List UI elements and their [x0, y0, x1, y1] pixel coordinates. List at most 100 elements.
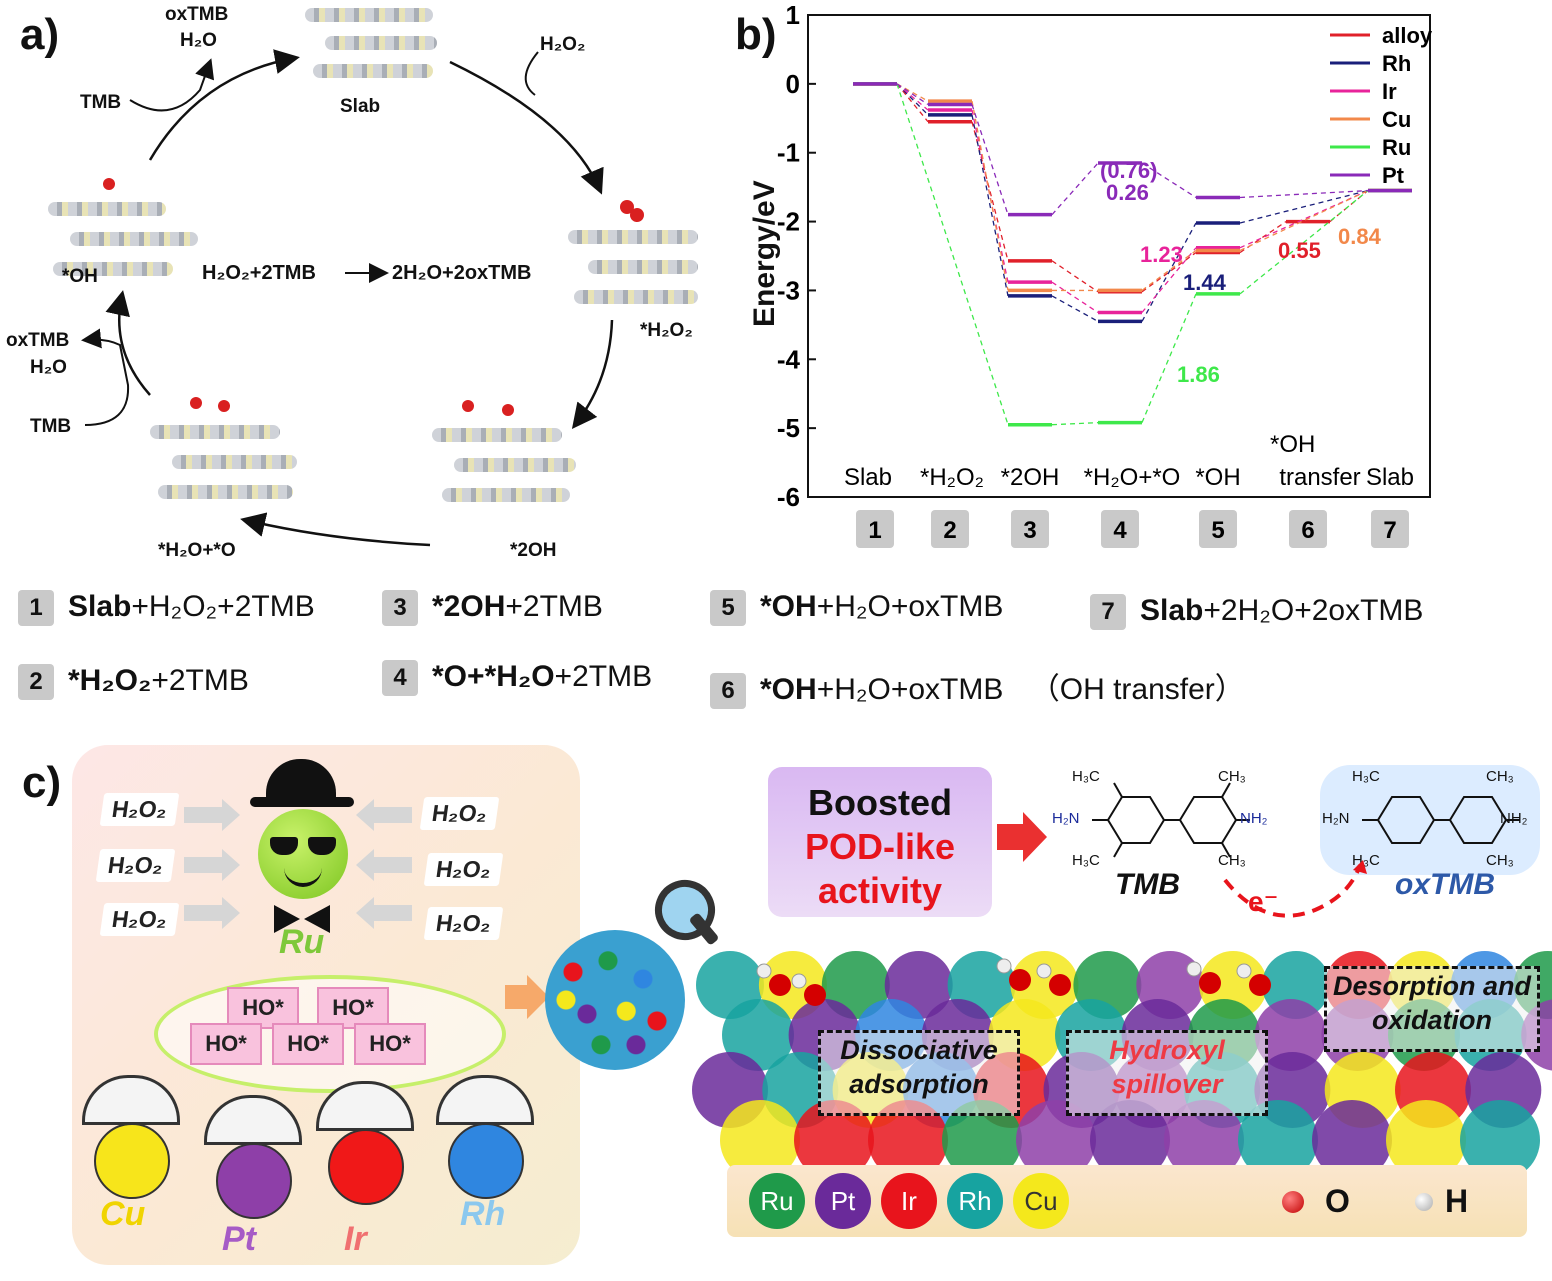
series-connector-alloy	[896, 83, 929, 123]
barrier-annotation: 1.44	[1183, 270, 1227, 295]
surface-atom	[868, 1100, 948, 1180]
barrier-annotation: 0.26	[1106, 180, 1149, 205]
x-step-box	[931, 510, 969, 548]
element-ball: Ir	[881, 1173, 937, 1229]
legend-label-alloy: alloy	[1382, 23, 1433, 48]
x-step-box	[1011, 510, 1049, 548]
slab-model-oh	[48, 178, 198, 278]
series-connector-cu	[1239, 189, 1369, 252]
x-category-label: Slab	[1366, 464, 1414, 491]
element-ball: Ru	[749, 1173, 805, 1229]
series-connector-rh	[896, 83, 929, 116]
adsorbed-hydrogen	[1236, 963, 1252, 979]
step-legend-note: （OH transfer）	[1029, 673, 1245, 706]
worker-name-cu: Cu	[100, 1195, 146, 1233]
surface-atom	[1312, 1100, 1392, 1180]
tmb-ch3-bottom: CH₃	[1218, 852, 1246, 869]
center-reaction-right: 2H₂O+2oxTMB	[392, 262, 532, 284]
panel-a-label: a)	[20, 10, 60, 59]
series-connector-cu	[1141, 249, 1197, 291]
surface-atom	[720, 1100, 800, 1180]
series-connector-ru	[1239, 190, 1369, 295]
series-connector-pt	[1239, 189, 1369, 199]
x-step-box	[1101, 510, 1139, 548]
y-tick-label: 0	[786, 69, 800, 99]
electron-label: e⁻	[1248, 886, 1279, 917]
y-tick-label: -6	[777, 482, 800, 512]
series-connector-pt	[971, 104, 1009, 215]
bow-tie-icon	[274, 905, 300, 933]
sunglasses-icon	[270, 837, 298, 855]
to-particle-arrow	[505, 975, 549, 1019]
boosted-activity-box: Boosted POD-like activity	[768, 767, 992, 917]
series-connector-ir	[971, 109, 1009, 283]
step-legend-rest: +2TMB	[151, 664, 249, 697]
surface-atom	[1386, 1100, 1466, 1180]
plot-frame	[807, 14, 1431, 498]
barrier-annotation: (0.76)	[1100, 158, 1157, 183]
adsorbed-oxygen	[1199, 972, 1221, 994]
step-legend-3: 3*2OH+2TMB	[382, 590, 603, 627]
legend-label-cu: Cu	[1382, 107, 1411, 132]
barrier-annotation: 0.84	[1338, 224, 1382, 249]
hard-hat-icon	[82, 1075, 180, 1125]
step-legend-num: 3	[382, 590, 418, 627]
top-product-oxtmb: oxTMB	[165, 4, 229, 25]
y-tick-label: -4	[777, 344, 801, 374]
adsorbed-hydrogen	[1186, 961, 1202, 977]
x-step-number: 5	[1211, 517, 1224, 544]
series-connector-cu	[896, 83, 929, 102]
y-tick-label: -2	[777, 207, 800, 237]
left-product-oxtmb: oxTMB	[6, 330, 70, 351]
series-connector-pt	[1141, 162, 1197, 199]
left-product-h2o: H₂O	[30, 357, 67, 378]
slab-model-h2o2	[568, 200, 698, 310]
panel-c-label: c)	[22, 758, 62, 807]
step-legend-bold: *OH	[760, 673, 817, 706]
surface-atom	[1238, 1100, 1318, 1180]
oxygen-label: O	[1325, 1183, 1350, 1219]
adsorbed-oxygen	[804, 984, 826, 1006]
oxtmb-ch3-bottom: CH₃	[1486, 852, 1514, 869]
h2o2-inflow-arrows	[184, 799, 412, 929]
surface-atom	[1460, 1100, 1540, 1180]
step-legend-bold: Slab	[68, 590, 132, 623]
y-tick-label: -1	[777, 138, 800, 168]
y-tick-label: -5	[777, 413, 800, 443]
top-product-h2o: H₂O	[180, 30, 217, 51]
oxtmb-structure	[1320, 765, 1540, 875]
state-h2o-o-label: *H₂O+*O	[158, 540, 236, 561]
tmb-h3c-top: H₃C	[1072, 768, 1100, 785]
tmb-ch3-top: CH₃	[1218, 768, 1246, 785]
x-step-box	[1199, 510, 1237, 548]
x-step-number: 6	[1301, 517, 1314, 544]
step-legend-num: 4	[382, 660, 418, 697]
series-connector-alloy	[1239, 221, 1287, 254]
state-slab-label: Slab	[340, 96, 381, 117]
surface-atom	[1254, 999, 1327, 1071]
y-tick-label: -3	[777, 275, 800, 305]
state-h2o2-label: *H₂O₂	[640, 320, 693, 341]
adsorbed-hydrogen	[756, 963, 772, 979]
alloy-nanoparticle	[545, 930, 685, 1070]
series-connector-ru	[1051, 421, 1099, 426]
adsorbed-oxygen	[1049, 974, 1071, 996]
step-legend-bold: *H₂O₂	[68, 664, 152, 697]
surface-atom	[1016, 1100, 1096, 1180]
adsorbed-oxygen	[1009, 969, 1031, 991]
x-category-label: *OH	[1270, 431, 1315, 458]
series-connector-ir	[1051, 281, 1099, 314]
x-step-number: 4	[1113, 517, 1127, 544]
step-legend-2: 2*H₂O₂+2TMB	[18, 664, 249, 701]
x-category-label: *H₂O+*O	[1084, 464, 1181, 491]
step-legend-num: 5	[710, 590, 746, 627]
element-legend-bar: Ru Pt Ir Rh Cu O H	[727, 1165, 1527, 1237]
panel-b-label: b)	[735, 10, 777, 59]
surface-atom	[1090, 1100, 1170, 1180]
tmb-structure	[1092, 782, 1250, 858]
step-legend-bold: *OH	[760, 590, 817, 623]
worker-name-ir: Ir	[344, 1220, 367, 1258]
ho-chip: HO*	[227, 987, 299, 1029]
ho-chip: HO*	[190, 1023, 262, 1065]
